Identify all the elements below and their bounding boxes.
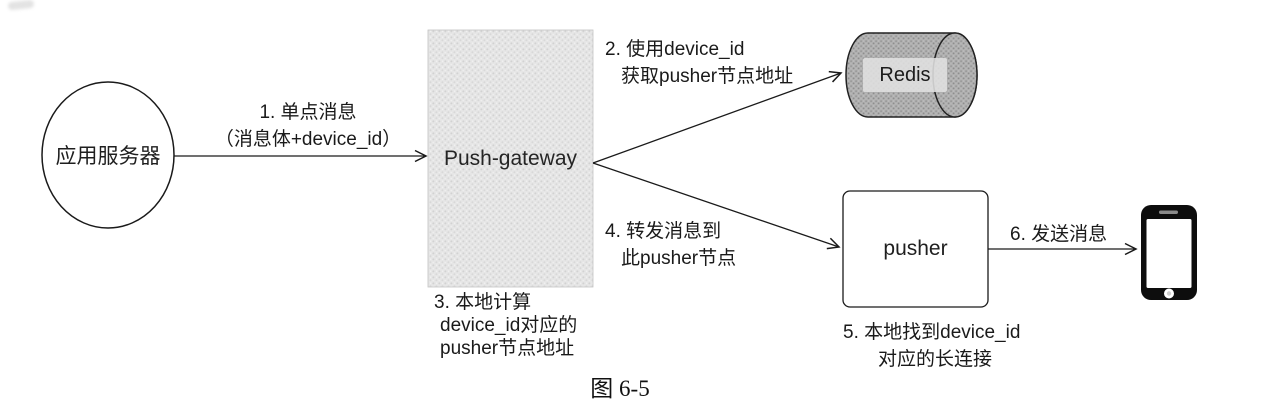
smartphone-icon [1141, 205, 1197, 300]
step3-line1: 3. 本地计算 [434, 292, 532, 313]
step2-line2: 获取pusher节点地址 [621, 66, 794, 87]
step5-line1: 5. 本地找到device_id [843, 322, 1021, 343]
step4-line2: 此pusher节点 [621, 248, 737, 269]
arrow-4-line [592, 162, 841, 250]
app-server-label: 应用服务器 [55, 145, 161, 168]
step1-line2: （消息体+device_id） [214, 129, 402, 150]
step1-label: 1. 单点消息 （消息体+device_id） [198, 99, 418, 153]
step5-label: 5. 本地找到device_id 对应的长连接 [843, 319, 1020, 373]
push-gateway-box [427, 29, 594, 288]
redis-label: Redis [863, 58, 947, 92]
figure-caption: 图 6-5 [590, 376, 650, 401]
step5-line2: 对应的长连接 [878, 349, 993, 370]
step4-line1: 4. 转发消息到 [605, 221, 722, 242]
step6-line1: 6. 发送消息 [1010, 224, 1108, 245]
step6-label: 6. 发送消息 [1010, 222, 1107, 248]
step3-line2: device_id对应的 [440, 315, 578, 336]
pusher-label: pusher [883, 237, 948, 260]
step3-label: 3. 本地计算 device_id对应的 pusher节点地址 [434, 291, 577, 360]
push-gateway-label: Push-gateway [443, 146, 578, 170]
step2-label: 2. 使用device_id 获取pusher节点地址 [605, 36, 793, 90]
step3-line3: pusher节点地址 [440, 338, 575, 359]
step1-line1: 1. 单点消息 [259, 102, 357, 123]
arrow-2-line [592, 70, 843, 164]
app-server-ellipse [41, 81, 175, 229]
step2-line1: 2. 使用device_id [605, 39, 745, 60]
step4-label: 4. 转发消息到 此pusher节点 [605, 218, 736, 272]
